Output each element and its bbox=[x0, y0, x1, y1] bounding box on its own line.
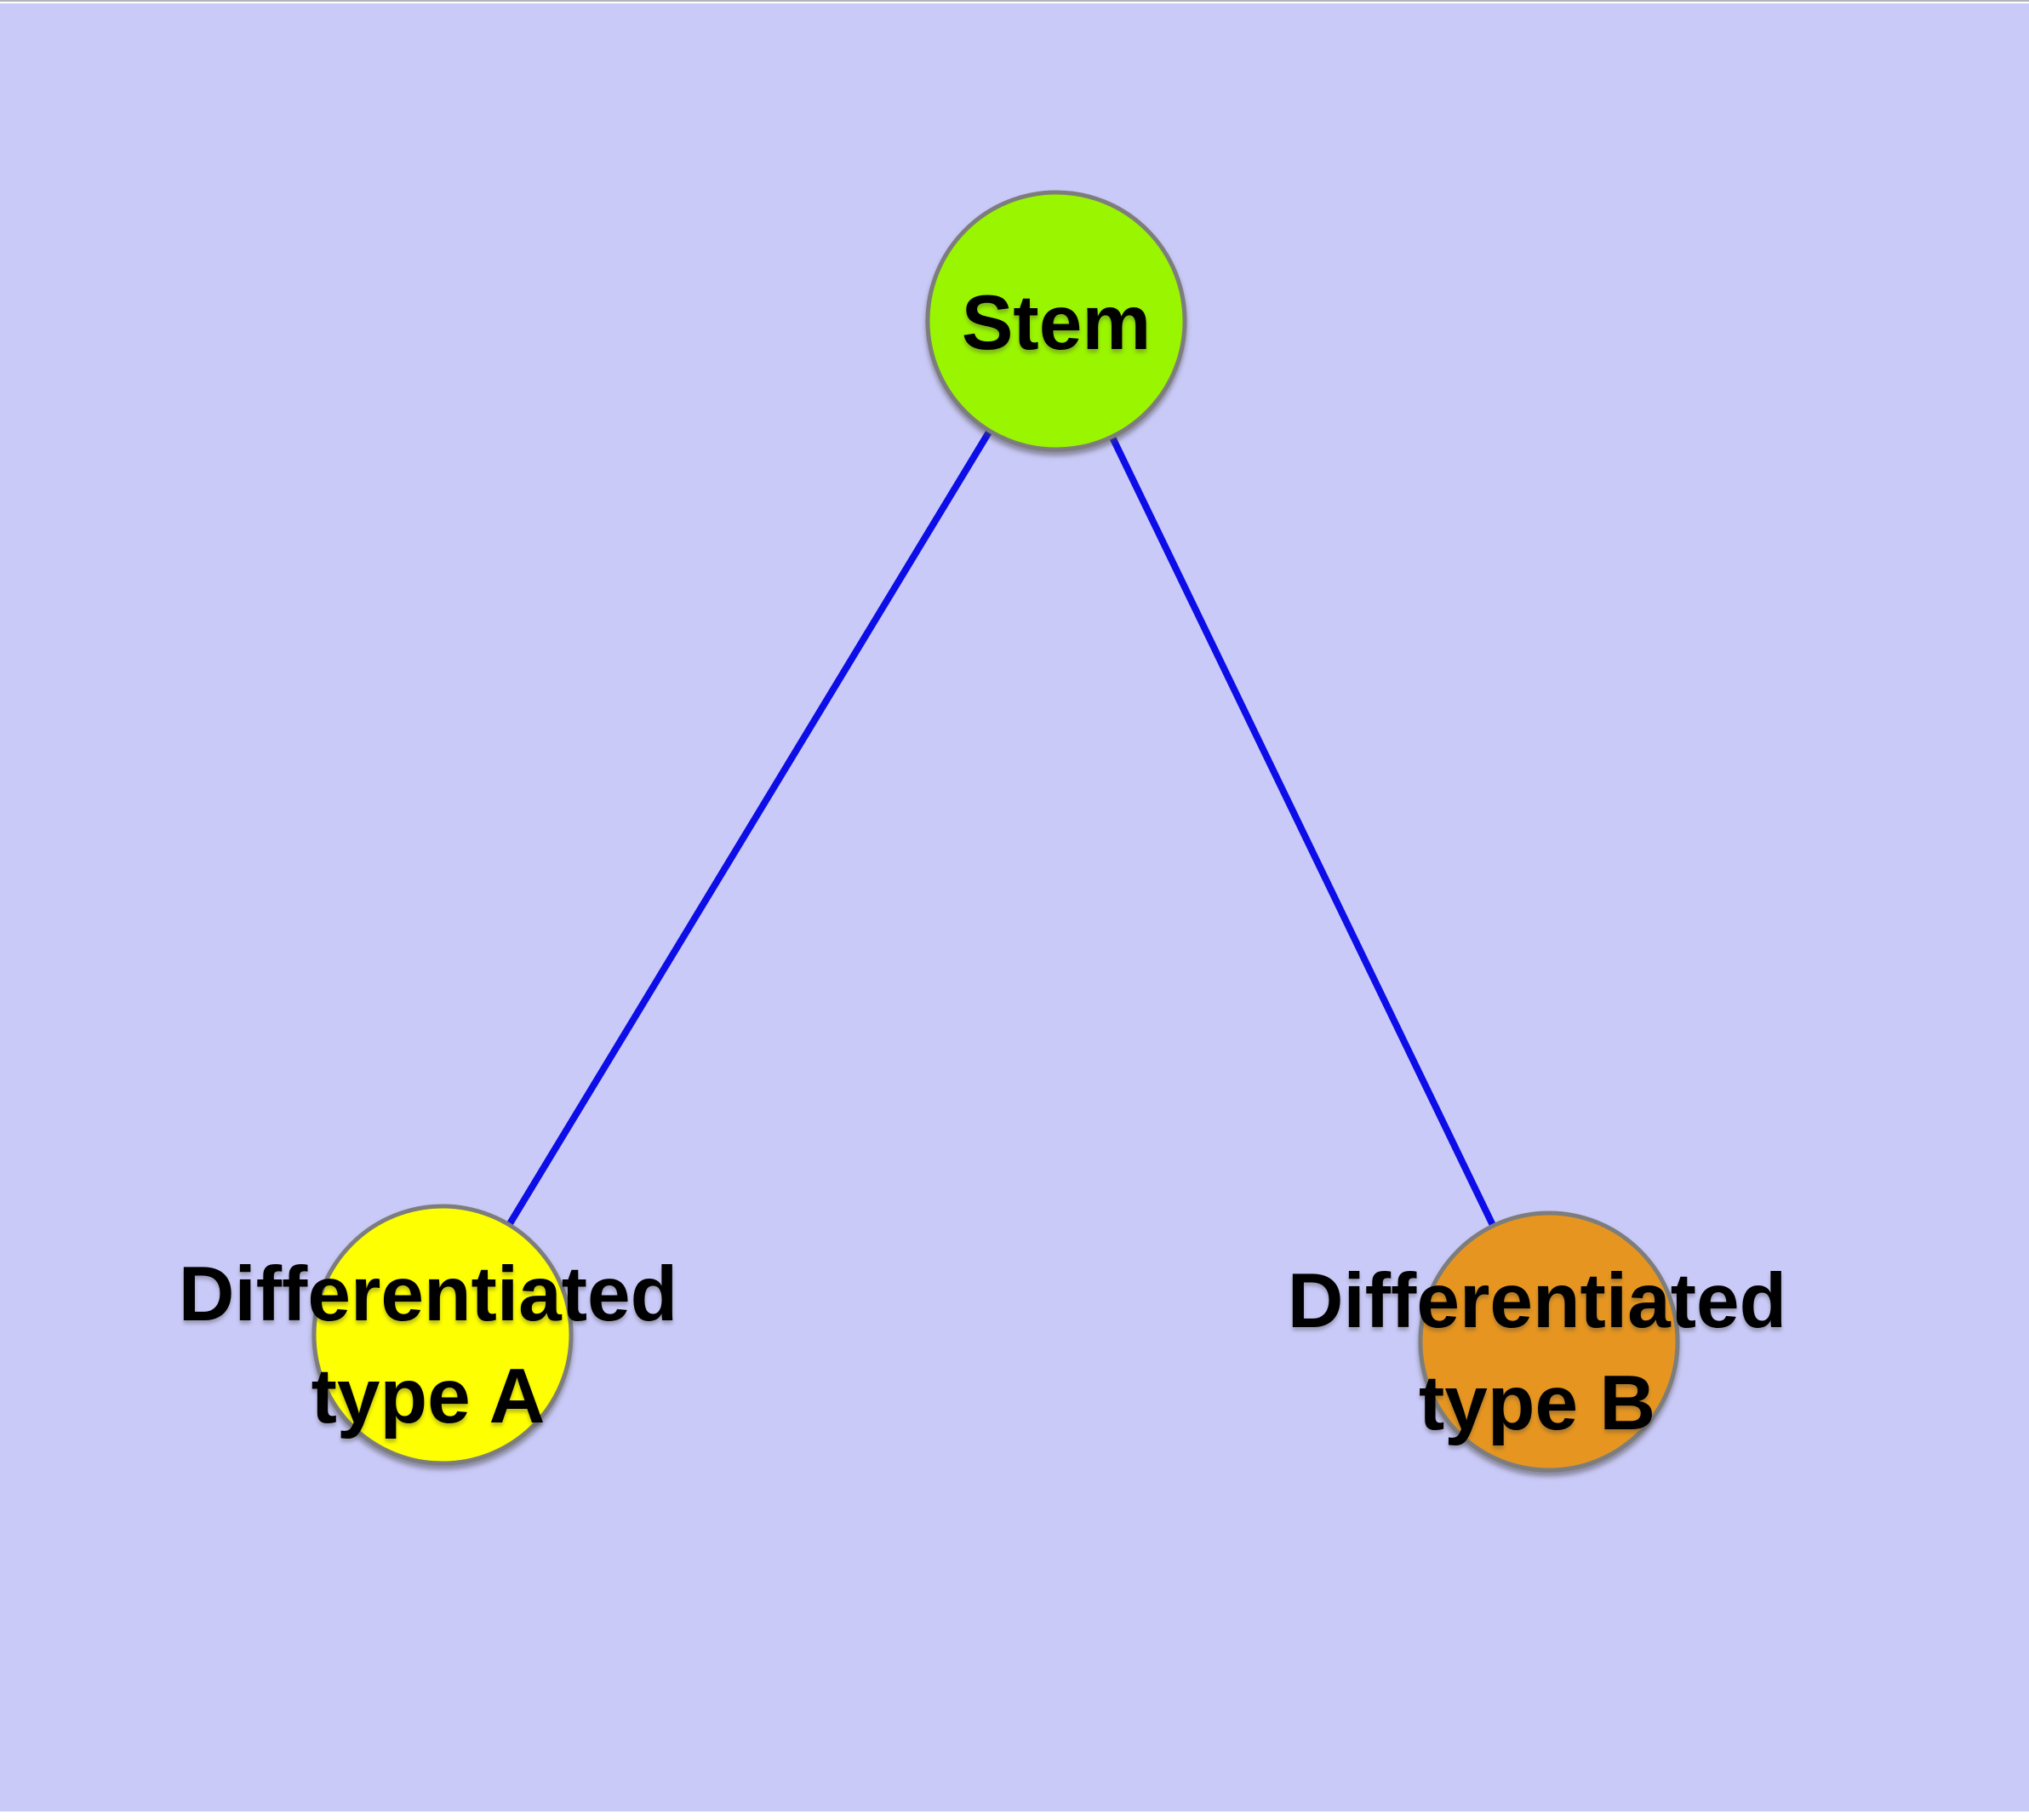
node-type-b-label-line1: Differentiated bbox=[1288, 1258, 1787, 1344]
edge-stem-to-type-b bbox=[1053, 319, 1552, 1343]
edge-stem-to-type-a bbox=[439, 318, 1060, 1337]
top-edge-line bbox=[0, 0, 2029, 2]
node-differentiated-type-a bbox=[311, 1204, 574, 1466]
node-differentiated-type-b bbox=[1418, 1210, 1680, 1473]
node-type-a-label-line1: Differentiated bbox=[179, 1251, 678, 1337]
cell-differentiation-diagram: Stem Differentiated type A Differentiate… bbox=[0, 3, 2029, 1811]
node-stem bbox=[925, 190, 1187, 452]
node-type-a-label-line2: type A bbox=[311, 1354, 546, 1439]
node-stem-label: Stem bbox=[962, 280, 1152, 366]
node-type-b-label-line2: type B bbox=[1419, 1360, 1655, 1446]
